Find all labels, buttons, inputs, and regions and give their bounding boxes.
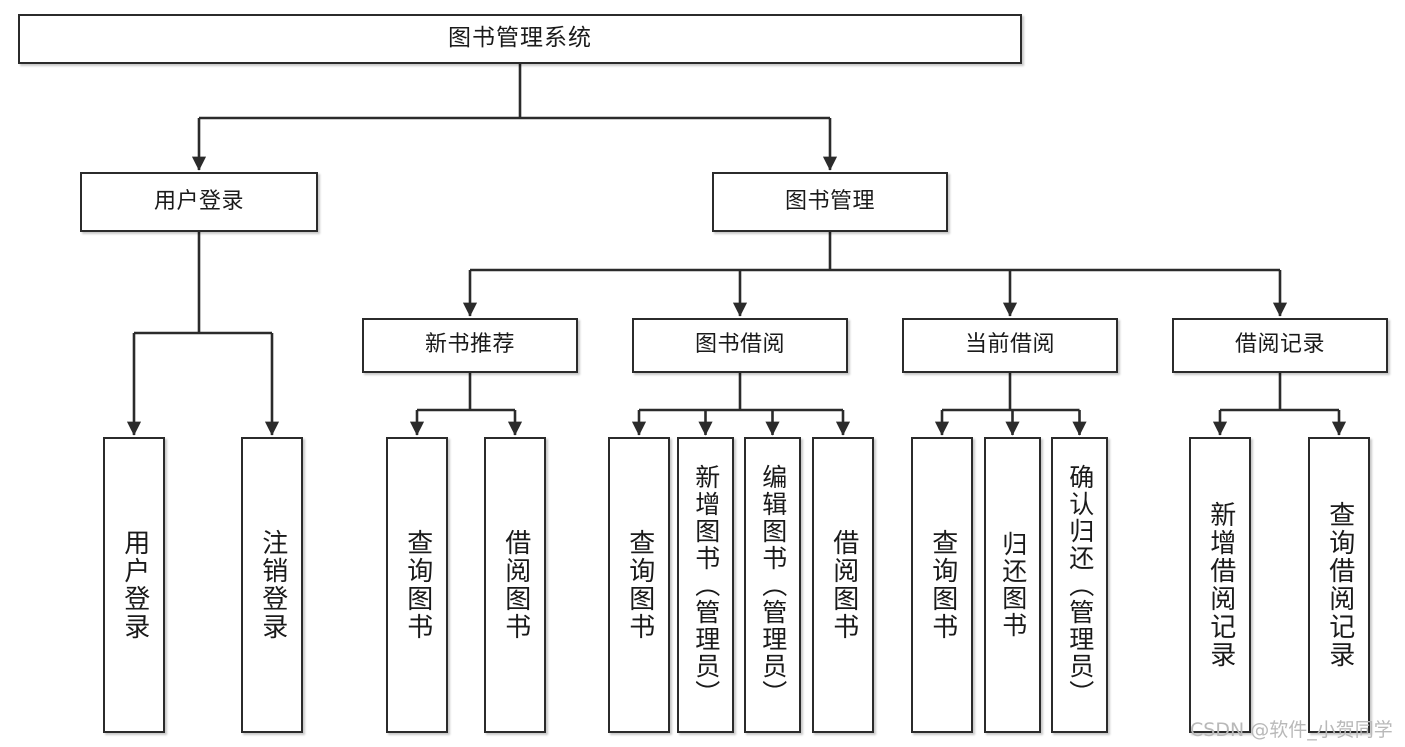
- node-leaf-edit-book[interactable]: 编辑图书（管理员）: [744, 437, 801, 733]
- node-leaf-user-login[interactable]: 用户登录: [103, 437, 165, 733]
- node-current-borrow[interactable]: 当前借阅: [902, 318, 1118, 373]
- node-leaf-query-rec[interactable]: 查询借阅记录: [1308, 437, 1370, 733]
- node-label: 编辑图书（管理员）: [758, 463, 788, 707]
- node-label: 图书管理: [784, 188, 875, 214]
- node-book-borrow[interactable]: 图书借阅: [632, 318, 848, 373]
- node-label: 查询借阅记录: [1324, 501, 1355, 669]
- node-label: 确认归还（管理员）: [1065, 463, 1095, 707]
- node-leaf-logout[interactable]: 注销登录: [241, 437, 303, 733]
- node-label: 图书管理系统: [448, 25, 592, 52]
- node-label: 新书推荐: [424, 332, 515, 358]
- node-label: 用户登录: [119, 529, 150, 641]
- node-label: 借阅图书: [828, 529, 859, 641]
- node-book-manage[interactable]: 图书管理: [712, 172, 948, 232]
- node-leaf-borrow-2[interactable]: 借阅图书: [812, 437, 874, 733]
- node-label: 借阅记录: [1234, 332, 1325, 358]
- node-label: 查询图书: [624, 529, 655, 641]
- node-leaf-query-2[interactable]: 查询图书: [608, 437, 670, 733]
- node-leaf-add-rec[interactable]: 新增借阅记录: [1189, 437, 1251, 733]
- node-root[interactable]: 图书管理系统: [18, 14, 1022, 64]
- node-leaf-query-1[interactable]: 查询图书: [386, 437, 448, 733]
- node-label: 归还图书: [998, 531, 1028, 639]
- node-label: 用户登录: [153, 188, 244, 214]
- node-label: 新增图书（管理员）: [691, 463, 721, 707]
- node-leaf-add-book[interactable]: 新增图书（管理员）: [677, 437, 734, 733]
- node-user-login[interactable]: 用户登录: [80, 172, 318, 232]
- node-label: 图书借阅: [694, 332, 785, 358]
- node-borrow-record[interactable]: 借阅记录: [1172, 318, 1388, 373]
- node-leaf-borrow-1[interactable]: 借阅图书: [484, 437, 546, 733]
- csdn-watermark: CSDN @软件_小贺同学: [1190, 719, 1393, 741]
- node-leaf-query-3[interactable]: 查询图书: [911, 437, 973, 733]
- node-label: 新增借阅记录: [1205, 501, 1236, 669]
- node-label: 注销登录: [257, 529, 288, 641]
- node-label: 查询图书: [927, 529, 958, 641]
- node-label: 借阅图书: [500, 529, 531, 641]
- node-label: 当前借阅: [964, 332, 1055, 358]
- node-new-book-rec[interactable]: 新书推荐: [362, 318, 578, 373]
- node-leaf-return[interactable]: 归还图书: [984, 437, 1041, 733]
- node-leaf-confirm[interactable]: 确认归还（管理员）: [1051, 437, 1108, 733]
- node-label: 查询图书: [402, 529, 433, 641]
